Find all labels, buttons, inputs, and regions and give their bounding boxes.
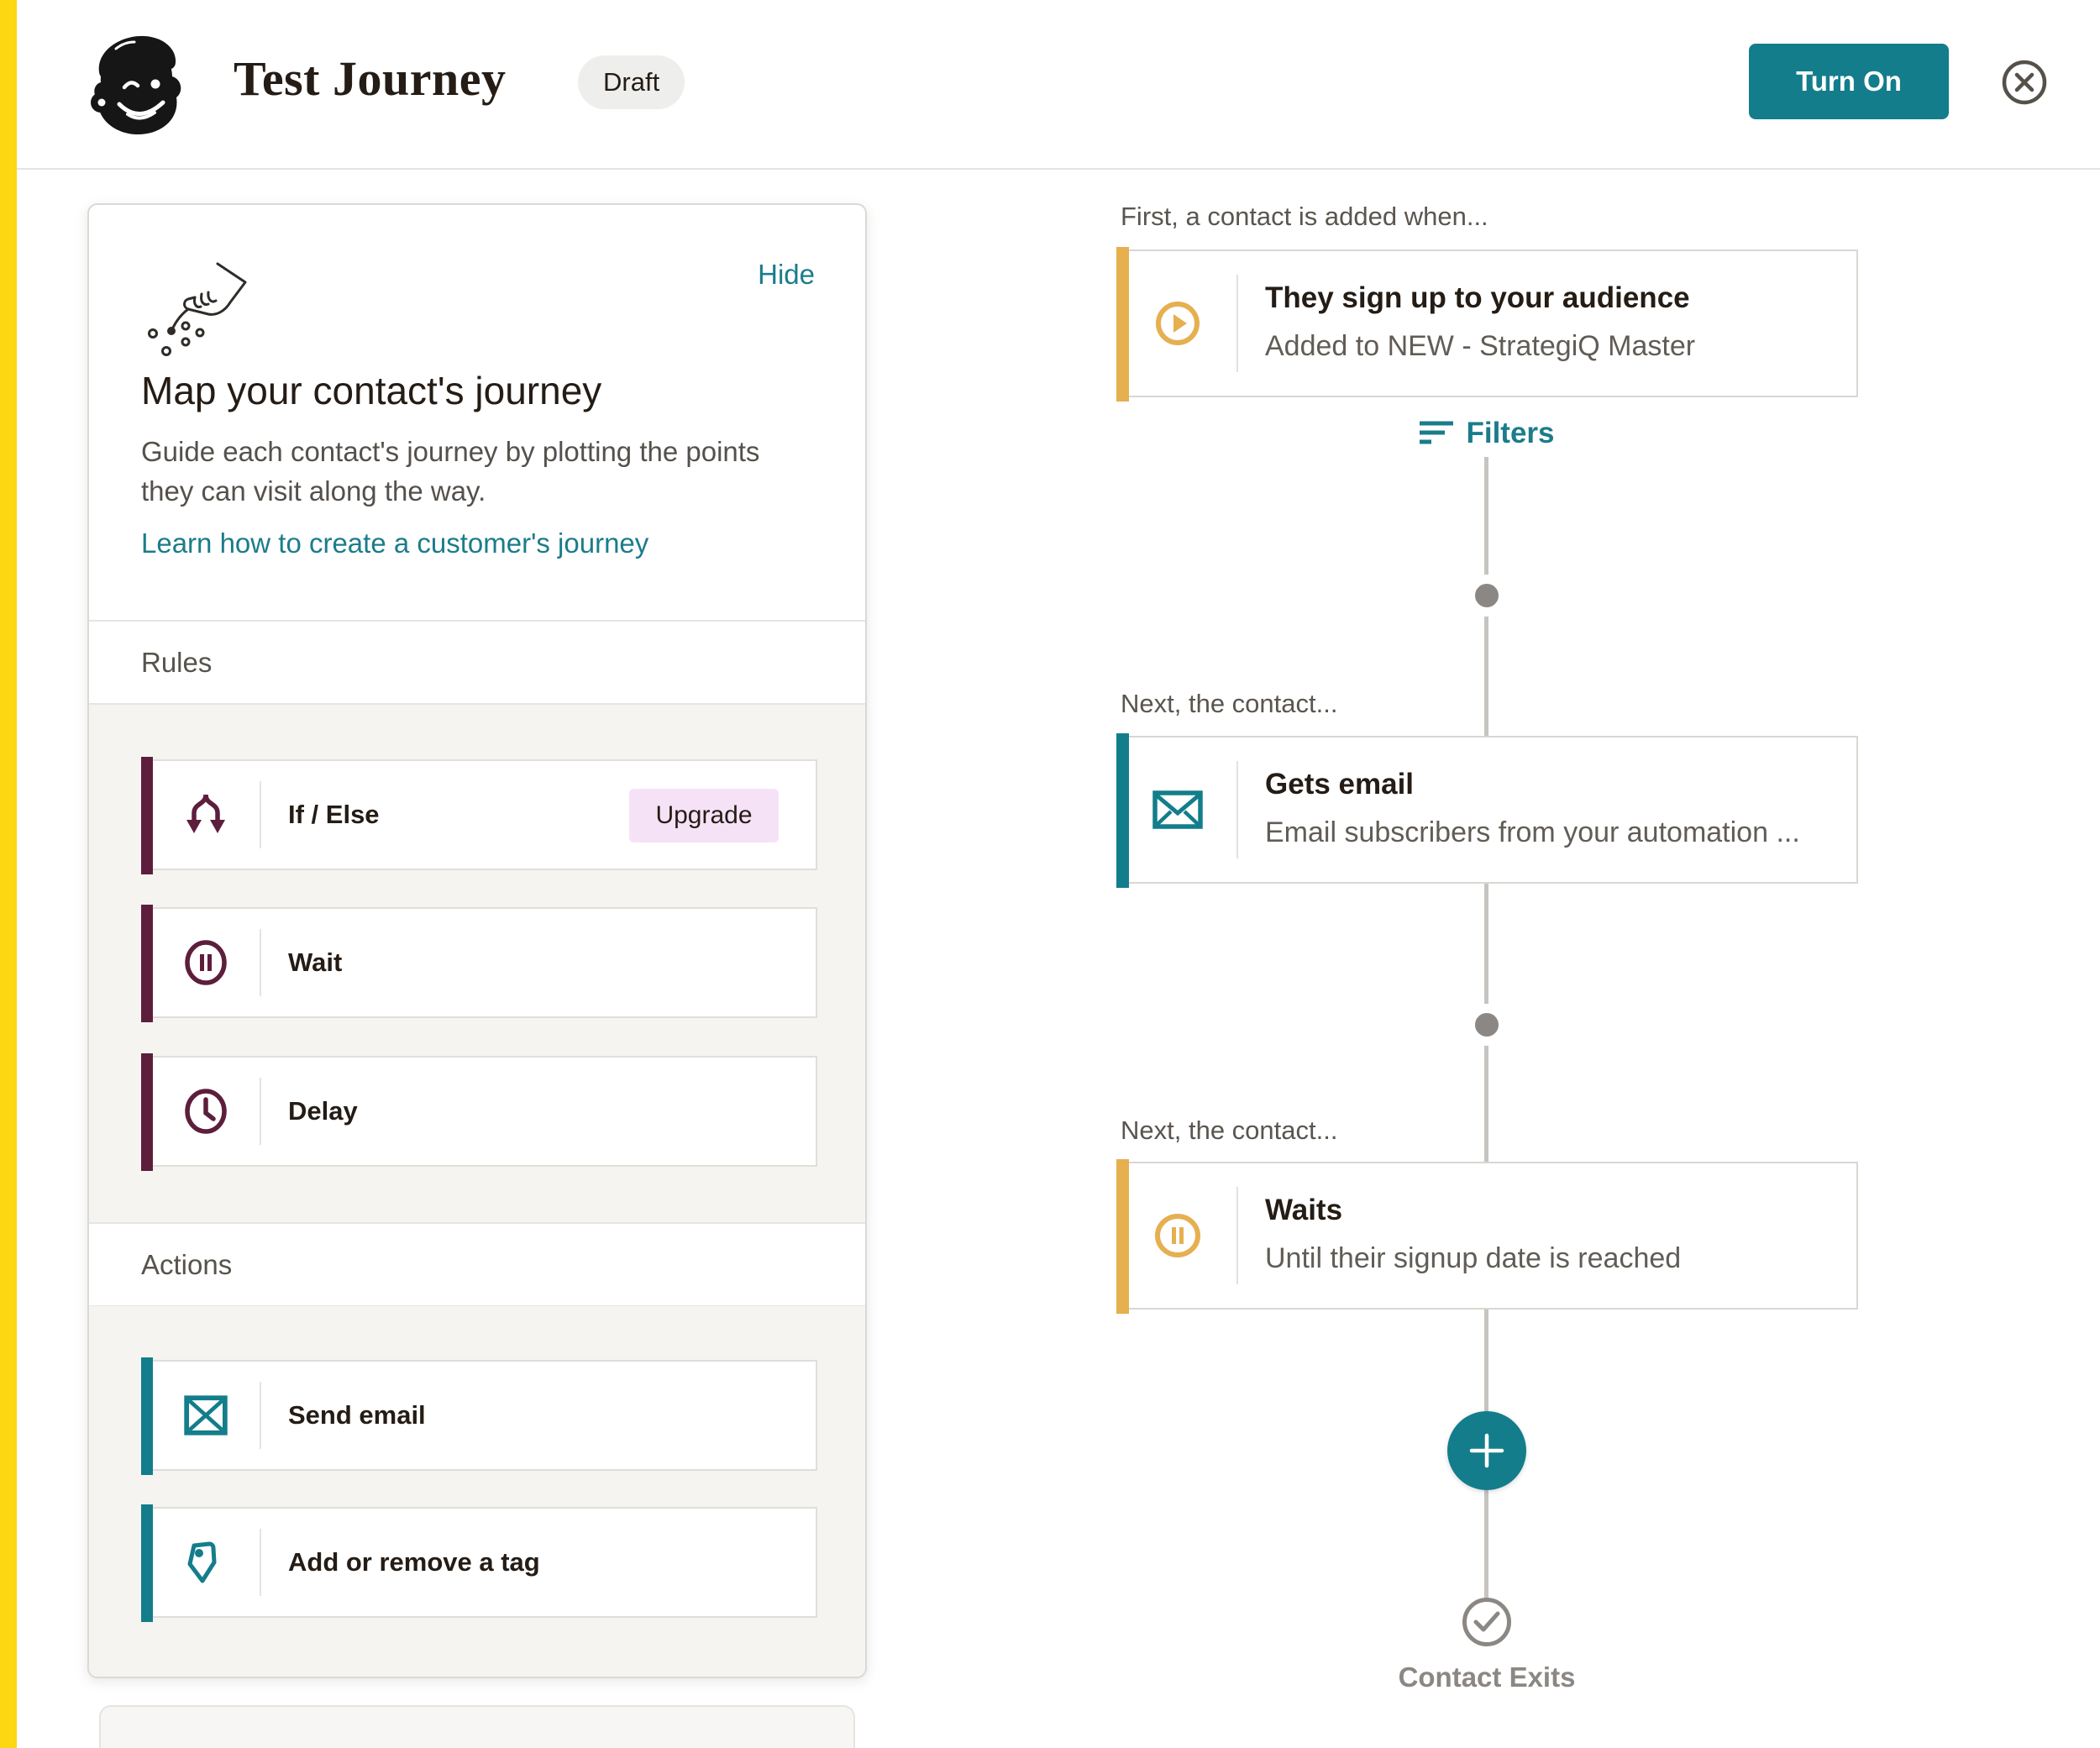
actions-section-label: Actions bbox=[141, 1249, 233, 1280]
branch-icon bbox=[176, 761, 236, 869]
turn-on-button[interactable]: Turn On bbox=[1749, 44, 1949, 119]
action-add-remove-tag[interactable]: Add or remove a tag bbox=[141, 1504, 817, 1622]
connector-line bbox=[1484, 1310, 1488, 1415]
play-icon bbox=[1142, 251, 1213, 396]
rules-section-header: Rules bbox=[89, 620, 865, 705]
divider bbox=[260, 1529, 261, 1596]
learn-journey-link[interactable]: Learn how to create a customer's journey bbox=[141, 528, 649, 559]
rule-label: Wait bbox=[288, 947, 343, 977]
add-step-button[interactable] bbox=[1447, 1411, 1526, 1490]
top-bar: Test Journey Draft Turn On bbox=[17, 0, 2100, 170]
page-title: Test Journey bbox=[234, 51, 507, 106]
pause-icon bbox=[1142, 1163, 1213, 1308]
divider bbox=[260, 781, 261, 848]
divider bbox=[1236, 761, 1238, 858]
clock-icon bbox=[176, 1058, 236, 1165]
divider bbox=[260, 1078, 261, 1145]
rule-if-else[interactable]: If / Else Upgrade bbox=[141, 757, 817, 874]
panel-heading: Map your contact's journey bbox=[141, 369, 602, 412]
journey-card-gets-email[interactable]: Gets email Email subscribers from your a… bbox=[1116, 733, 1858, 888]
card-subtitle: Until their signup date is reached bbox=[1265, 1242, 1682, 1274]
panel-description: Guide each contact's journey by plotting… bbox=[141, 436, 760, 507]
divider bbox=[1236, 275, 1238, 372]
card-title: They sign up to your audience bbox=[1265, 281, 1690, 314]
mailchimp-logo-icon bbox=[87, 29, 186, 141]
journey-card-waits[interactable]: Waits Until their signup date is reached bbox=[1116, 1159, 1858, 1314]
envelope-icon bbox=[1142, 738, 1213, 882]
envelope-square-icon bbox=[176, 1362, 236, 1469]
action-send-email[interactable]: Send email bbox=[141, 1357, 817, 1475]
brand-accent-stripe bbox=[0, 0, 17, 1748]
accent-bar bbox=[141, 1504, 153, 1622]
filters-label: Filters bbox=[1466, 417, 1555, 449]
divider bbox=[1236, 1187, 1238, 1284]
journey-card-signup-trigger[interactable]: They sign up to your audience Added to N… bbox=[1116, 247, 1858, 402]
rules-section-label: Rules bbox=[141, 647, 213, 678]
step-label: Next, the contact... bbox=[1121, 689, 1338, 718]
accent-bar bbox=[1116, 1159, 1129, 1314]
connector-dot bbox=[1466, 575, 1508, 617]
accent-bar bbox=[1116, 247, 1129, 402]
plus-icon bbox=[1467, 1430, 1507, 1471]
close-icon[interactable] bbox=[2001, 59, 2048, 106]
next-panel-peek bbox=[99, 1705, 855, 1748]
accent-bar bbox=[141, 757, 153, 874]
tag-icon bbox=[176, 1509, 236, 1616]
rule-label: Delay bbox=[288, 1096, 358, 1126]
divider bbox=[260, 929, 261, 996]
status-badge: Draft bbox=[578, 55, 685, 109]
step-label: First, a contact is added when... bbox=[1121, 202, 1488, 231]
card-subtitle: Added to NEW - StrategiQ Master bbox=[1265, 330, 1696, 362]
action-label: Send email bbox=[288, 1400, 426, 1430]
divider bbox=[260, 1382, 261, 1449]
journey-help-panel: Hide Map your contact's journey Guide ea… bbox=[87, 203, 867, 1678]
accent-bar bbox=[141, 1053, 153, 1171]
filter-icon bbox=[1419, 419, 1454, 448]
connector-line bbox=[1484, 1490, 1488, 1601]
rule-label: If / Else bbox=[288, 800, 380, 829]
actions-section-header: Actions bbox=[89, 1222, 865, 1307]
accent-bar bbox=[141, 1357, 153, 1475]
contact-exits-label: Contact Exits bbox=[1398, 1661, 1576, 1693]
pause-icon bbox=[176, 909, 236, 1016]
sprinkling-hand-icon bbox=[138, 259, 264, 358]
card-title: Gets email bbox=[1265, 768, 1415, 801]
accent-bar bbox=[141, 905, 153, 1022]
connector-dot bbox=[1466, 1004, 1508, 1046]
action-label: Add or remove a tag bbox=[288, 1547, 540, 1577]
card-title: Waits bbox=[1265, 1194, 1343, 1226]
rule-wait[interactable]: Wait bbox=[141, 905, 817, 1022]
upgrade-badge[interactable]: Upgrade bbox=[629, 789, 779, 843]
rule-delay[interactable]: Delay bbox=[141, 1053, 817, 1171]
check-circle-icon bbox=[1462, 1598, 1511, 1646]
filters-link[interactable]: Filters bbox=[1340, 413, 1634, 454]
accent-bar bbox=[1116, 733, 1129, 888]
card-subtitle: Email subscribers from your automation .… bbox=[1265, 816, 1800, 848]
step-label: Next, the contact... bbox=[1121, 1115, 1338, 1145]
hide-panel-link[interactable]: Hide bbox=[758, 259, 815, 290]
